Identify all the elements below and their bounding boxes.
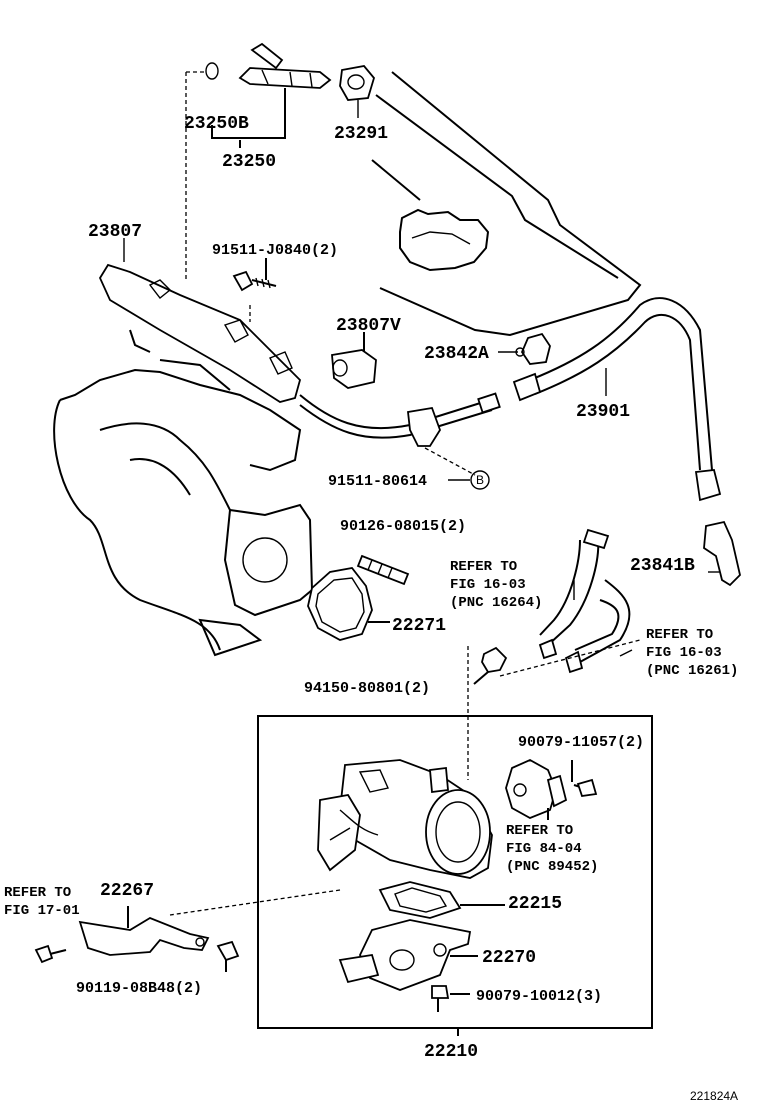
ref-a-line1: REFER TO <box>450 559 517 575</box>
idle-air-valve <box>338 919 478 991</box>
label-23807v: 23807V <box>336 316 401 336</box>
throttle-body <box>169 759 493 916</box>
water-hoses <box>538 528 631 674</box>
label-23250: 23250 <box>222 152 276 172</box>
ref-d-line2: FIG 17-01 <box>4 903 80 919</box>
ref-b-line2: FIG 16-03 <box>646 645 722 661</box>
bolt-10012 <box>431 985 470 1012</box>
hose-clamp-b <box>703 520 741 587</box>
reference-16-03-b: REFER TO FIG 16-03 (PNC 16261) <box>646 627 738 679</box>
intake-manifold <box>53 329 314 657</box>
label-23807: 23807 <box>88 222 142 242</box>
ref-b-line3: (PNC 16261) <box>646 663 738 679</box>
pulsation-damper <box>331 332 377 389</box>
engine-outline <box>371 71 642 337</box>
reference-16-03-a: REFER TO FIG 16-03 (PNC 16264) <box>450 559 542 611</box>
ref-c-line1: REFER TO <box>506 823 573 839</box>
reference-17-01: REFER TO FIG 17-01 <box>4 885 80 919</box>
label-22271: 22271 <box>392 616 446 636</box>
label-22270: 22270 <box>482 948 536 968</box>
circle-b-marker: B <box>448 470 490 490</box>
label-91511-j0840: 91511-J0840(2) <box>212 242 338 259</box>
label-94150-80801: 94150-80801(2) <box>304 680 430 697</box>
bolt-08b48 <box>34 940 240 972</box>
nut-94150 <box>467 639 641 780</box>
throttle-position-sensor <box>505 758 598 820</box>
diagram-id: 221824A <box>690 1089 738 1103</box>
circle-b-label: B <box>476 473 484 487</box>
label-23841b: 23841B <box>630 556 695 576</box>
reference-84-04: REFER TO FIG 84-04 (PNC 89452) <box>506 823 598 875</box>
dashed-leaders <box>185 71 251 322</box>
bracket-22267 <box>78 906 210 956</box>
hose-clamp <box>515 332 551 365</box>
stud-bolt <box>356 554 410 586</box>
gasket-22215 <box>378 881 505 919</box>
bolt-j0840 <box>232 258 277 292</box>
leader-lines <box>123 100 720 657</box>
label-23291: 23291 <box>334 124 388 144</box>
label-90119-08b48: 90119-08B48(2) <box>76 980 202 997</box>
label-22267: 22267 <box>100 881 154 901</box>
label-22215: 22215 <box>508 894 562 914</box>
gasket-22271 <box>307 567 390 641</box>
part-labels: 23250B 23250 23291 23807 91511-J0840(2) … <box>76 114 695 1062</box>
label-23901: 23901 <box>576 402 630 422</box>
label-90126-08015: 90126-08015(2) <box>340 518 466 535</box>
ref-a-line3: (PNC 16264) <box>450 595 542 611</box>
fuel-hose <box>512 297 722 502</box>
throttle-body-box <box>257 715 653 1036</box>
ref-d-line1: REFER TO <box>4 885 71 901</box>
label-23250b: 23250B <box>184 114 249 134</box>
ref-a-line2: FIG 16-03 <box>450 577 526 593</box>
label-22210: 22210 <box>424 1042 478 1062</box>
label-91511-80614: 91511-80614 <box>328 473 427 490</box>
label-23842a: 23842A <box>424 344 489 364</box>
injector <box>205 42 332 148</box>
label-90079-11057: 90079-11057(2) <box>518 734 644 751</box>
fuel-rail <box>98 263 501 447</box>
grommet <box>339 65 376 101</box>
ref-b-line1: REFER TO <box>646 627 713 643</box>
bolt-80614 <box>424 447 476 476</box>
label-90079-10012: 90079-10012(3) <box>476 988 602 1005</box>
ref-c-line2: FIG 84-04 <box>506 841 582 857</box>
ref-c-line3: (PNC 89452) <box>506 859 598 875</box>
